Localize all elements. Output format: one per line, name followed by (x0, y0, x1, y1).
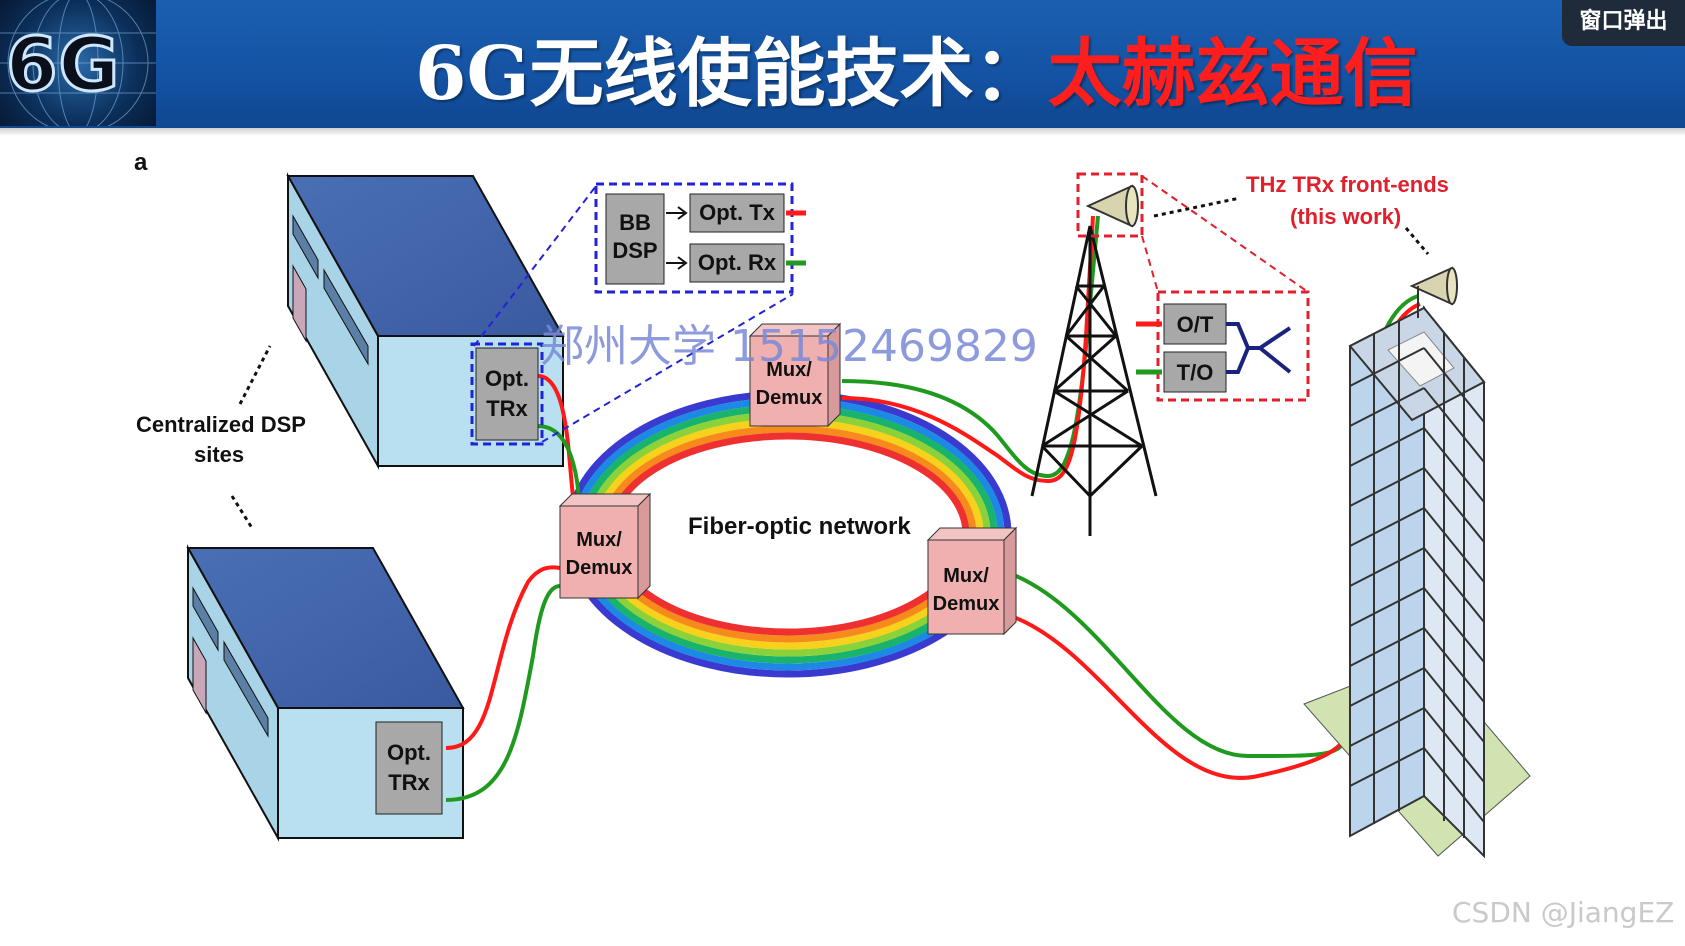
horn-antenna-tower-icon (1085, 184, 1139, 228)
tower-antenna-highlight (1076, 172, 1144, 238)
ot-to-inset: O/T T/O (1136, 290, 1310, 402)
to-label: T/O (1177, 360, 1214, 385)
horn-antenna-building-icon (1409, 266, 1458, 318)
slide-header: 6G 6G无线使能技术：太赫兹通信 窗口弹出 (0, 0, 1685, 128)
mux-demux-top: Mux/ Demux (748, 322, 842, 428)
thz-leader-left (1153, 196, 1241, 218)
title-prefix: 6G无线使能技术： (415, 31, 1048, 117)
opt-rx-label: Opt. Rx (698, 250, 777, 275)
mux-top-line1: Mux/ (766, 359, 812, 381)
mux-top-line2: Demux (756, 387, 823, 409)
thz-leader-right (1404, 227, 1430, 255)
skyscraper (1303, 305, 1531, 859)
header-divider (0, 128, 1685, 136)
opt-tx-label: Opt. Tx (699, 200, 776, 225)
mux-demux-left: Mux/ Demux (558, 492, 652, 600)
logo-text: 6G (4, 21, 121, 110)
antenna-fork-icon (1258, 326, 1292, 374)
mux-right-line1: Mux/ (943, 565, 989, 587)
zoom-line-red-bottom (1141, 235, 1159, 293)
dsp-building-2 (186, 544, 465, 842)
ring-label: Fiber-optic network (688, 513, 911, 540)
watermark: 郑州大学 15152469829 (540, 321, 1038, 372)
ot-label: O/T (1177, 312, 1214, 337)
leader-line-bottom (230, 495, 254, 529)
csdn-credit: CSDN @JiangEZ (1452, 896, 1675, 929)
network-diagram: a Fiber-optic network Centralized DSP si… (128, 136, 1685, 942)
slide-title: 6G无线使能技术：太赫兹通信 (415, 14, 1418, 121)
leader-line-top (238, 345, 272, 405)
opt-trx-1-line1: Opt. (485, 366, 529, 391)
zoom-line-bottom (541, 293, 794, 443)
zoom-line-red-top (1141, 175, 1309, 293)
title-highlight: 太赫兹通信 (1047, 31, 1418, 117)
centralized-label-line2: sites (194, 442, 244, 467)
bb-dsp-line1: BB (619, 210, 651, 235)
mux-left-line1: Mux/ (576, 529, 622, 551)
opt-trx-2-line1: Opt. (387, 740, 431, 765)
thz-label-line1: THz TRx front-ends (1246, 172, 1449, 197)
transmission-tower (1030, 225, 1158, 536)
opt-trx-2-line2: TRx (388, 770, 430, 795)
bb-dsp-inset: BB DSP Opt. Tx Opt. Rx (594, 182, 806, 294)
zoom-line-top (473, 185, 597, 347)
diagram-canvas: a Fiber-optic network Centralized DSP si… (134, 149, 1531, 859)
mux-demux-right: Mux/ Demux (926, 526, 1018, 636)
globe-grid-icon (0, 0, 156, 126)
mux-left-line2: Demux (566, 557, 633, 579)
opt-trx-1: Opt. TRx (470, 342, 544, 446)
centralized-label-line1: Centralized DSP (136, 412, 306, 437)
popout-window-button[interactable]: 窗口弹出 (1562, 0, 1685, 46)
6g-logo: 6G (0, 0, 156, 126)
bb-dsp-line2: DSP (612, 238, 657, 263)
opt-trx-1-line2: TRx (486, 396, 528, 421)
mux-right-line2: Demux (933, 593, 1000, 615)
opt-trx-2: Opt. TRx (375, 721, 443, 815)
thz-label-line2: (this work) (1290, 204, 1401, 229)
panel-letter: a (134, 149, 148, 176)
